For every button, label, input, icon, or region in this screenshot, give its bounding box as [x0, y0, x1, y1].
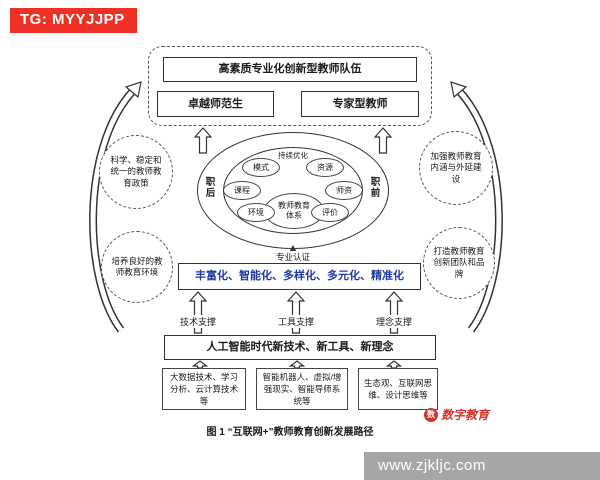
small-arrow-1	[191, 360, 209, 369]
ai-era-box: 人工智能时代新技术、新工具、新理念	[164, 335, 436, 360]
up-arrow-right-top	[373, 127, 393, 154]
excellent-students-box: 卓越师范生	[157, 91, 274, 117]
brand-team-circle: 打造教师教育创新团队和品牌	[423, 227, 495, 299]
goal-box: 高素质专业化创新型教师队伍	[163, 57, 417, 82]
watermark-tag-banner: TG: MYYJJPP	[10, 8, 137, 33]
center-system-line1: 教师教育	[278, 201, 310, 210]
node-environment: 环境	[237, 203, 275, 222]
small-arrow-2	[288, 360, 306, 369]
small-arrow-3	[385, 360, 403, 369]
up-arrow-left-top	[193, 127, 213, 154]
expert-teachers-box: 专家型教师	[301, 91, 419, 117]
node-curriculum: 课程	[223, 181, 261, 200]
node-mode: 模式	[242, 158, 280, 177]
policy-circle: 科学、稳定和统一的教师教育政策	[99, 135, 173, 209]
stage-pre-service-label: 职前	[370, 177, 381, 200]
node-resources: 资源	[306, 158, 344, 177]
robot-box: 智能机器人、虚拟/增强现实、智能导师系统等	[256, 368, 348, 410]
continuous-optimization-label: 持续优化	[278, 151, 308, 160]
certification-label: 专业认证	[272, 251, 314, 263]
node-evaluation: 评价	[311, 203, 349, 222]
brand-logo-icon: 数	[424, 407, 438, 422]
mindset-box: 生态观、互联网思维、设计思维等	[358, 368, 438, 410]
stage-post-service-label: 职后	[205, 177, 216, 200]
center-system-line2: 体系	[286, 211, 302, 220]
site-url-bar: www.zjkljc.com	[364, 452, 600, 480]
brand-logo: 数 数字教育	[424, 406, 489, 423]
bigdata-box: 大数据技术、学习分析、云计算技术等	[162, 368, 246, 410]
figure-caption: 图 1 “互联网+”教师教育创新发展路径	[206, 427, 374, 438]
features-box: 丰富化、智能化、多样化、多元化、精准化	[178, 263, 421, 290]
support-label-idea: 理念支撑	[371, 315, 417, 328]
brand-logo-text: 数字教育	[441, 408, 490, 422]
goal-group-frame	[148, 46, 432, 126]
connotation-circle: 加强教师教育内涵与外延建设	[419, 131, 493, 205]
support-label-tech: 技术支撑	[175, 315, 221, 328]
node-faculty: 师资	[325, 181, 363, 200]
environment-circle: 培养良好的教师教育环境	[101, 231, 173, 303]
support-label-tool: 工具支撑	[273, 315, 319, 328]
